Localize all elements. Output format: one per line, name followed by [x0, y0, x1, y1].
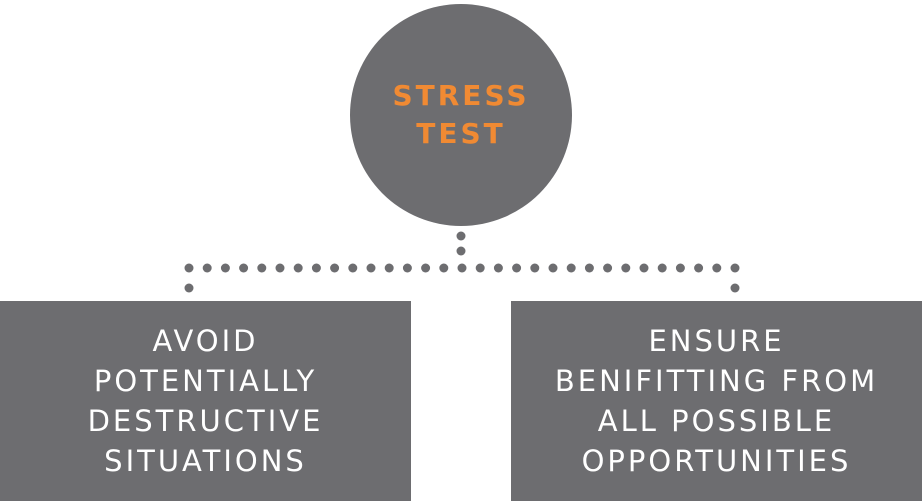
connector-dot: [220, 263, 230, 273]
connector-dot: [694, 263, 704, 273]
connector-dot: [456, 231, 466, 241]
connector-dot: [530, 263, 540, 273]
box-left-line-1: AVOID: [152, 324, 259, 358]
connector-dot: [330, 263, 340, 273]
connector-dot: [730, 263, 740, 273]
connector-dot: [402, 263, 412, 273]
connector-dot: [512, 263, 522, 273]
connector-dot: [730, 283, 740, 293]
connector-dot: [257, 263, 267, 273]
connector-dot: [475, 263, 485, 273]
connector-dot: [184, 263, 194, 273]
hub-title-line-1: STRESS: [392, 79, 530, 112]
connector-dot: [566, 263, 576, 273]
connector-dot: [548, 263, 558, 273]
avoid-destructive-box: AVOID POTENTIALLY DESTRUCTIVE SITUATIONS: [0, 301, 411, 501]
connector-dot: [457, 263, 467, 273]
connector-stem-dots: [456, 231, 466, 256]
connector-dot: [493, 263, 503, 273]
connector-dot: [184, 283, 194, 293]
stress-test-circle: STRESS TEST: [350, 4, 572, 226]
connector-dot: [421, 263, 431, 273]
box-left-line-4: SITUATIONS: [104, 444, 307, 478]
connector-crossbar-dots: [184, 263, 740, 273]
connector-dot: [439, 263, 449, 273]
connector-dot: [657, 263, 667, 273]
connector-dot: [603, 263, 613, 273]
connector-dot: [675, 263, 685, 273]
ensure-opportunities-box: ENSURE BENIFITTING FROM ALL POSSIBLE OPP…: [511, 301, 922, 501]
connector-dot: [348, 263, 358, 273]
connector-dot: [293, 263, 303, 273]
hub-title-line-2: TEST: [416, 117, 506, 150]
connector-dot: [366, 263, 376, 273]
connector-dot: [456, 246, 466, 256]
box-left-line-3: DESTRUCTIVE: [87, 404, 324, 438]
box-right-line-3: ALL POSSIBLE: [597, 404, 836, 438]
connector-dot: [639, 263, 649, 273]
connector-dot: [275, 263, 285, 273]
connector-dot: [239, 263, 249, 273]
connector-dot: [202, 263, 212, 273]
connector-right-drop-dots: [730, 283, 740, 293]
box-right-line-1: ENSURE: [648, 324, 785, 358]
connector-dot: [384, 263, 394, 273]
connector-dot: [311, 263, 321, 273]
connector-left-drop-dots: [184, 283, 194, 293]
connector-dot: [621, 263, 631, 273]
box-left-line-2: POTENTIALLY: [93, 364, 318, 398]
box-right-line-4: OPPORTUNITIES: [581, 444, 852, 478]
connector-dot: [584, 263, 594, 273]
connector-dot: [712, 263, 722, 273]
box-right-line-2: BENIFITTING FROM: [554, 364, 879, 398]
